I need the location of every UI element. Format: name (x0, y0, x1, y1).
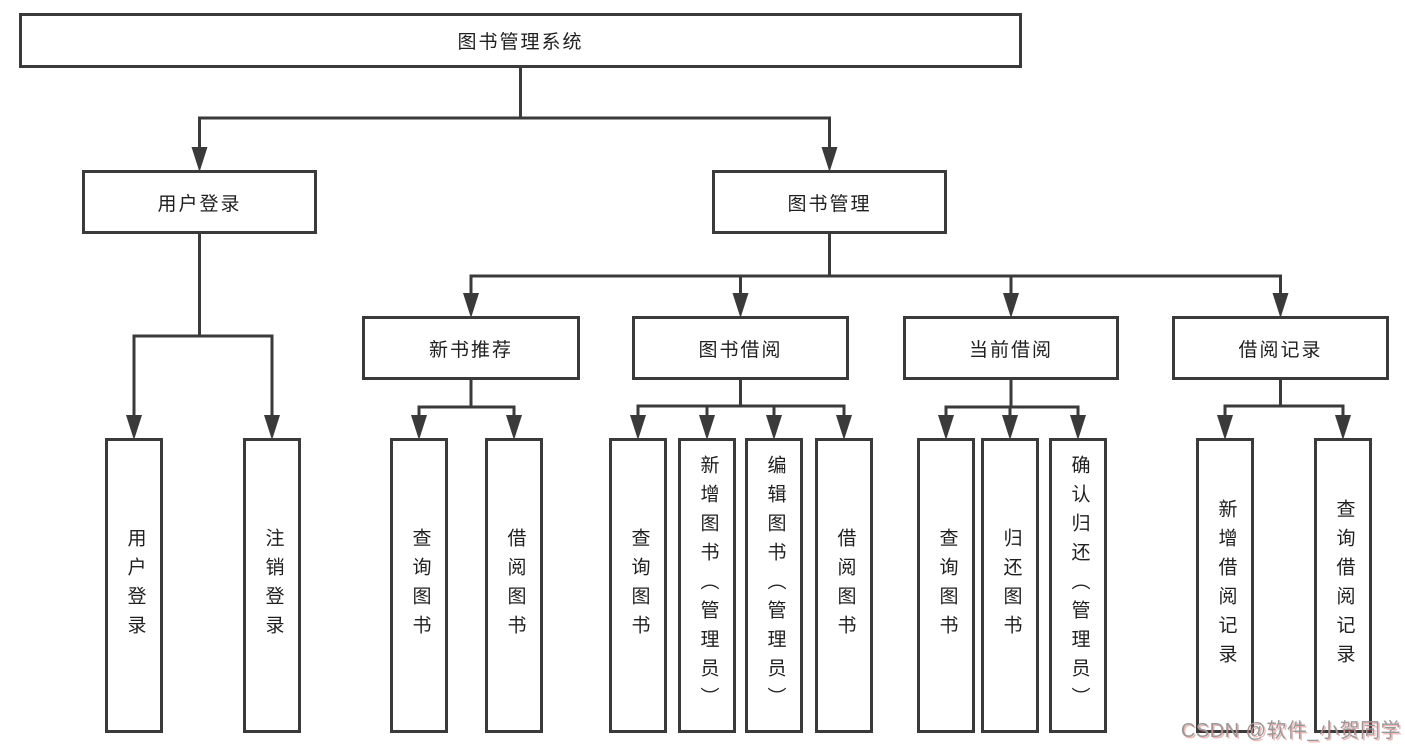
arrowhead-icon (126, 415, 142, 440)
arrowhead-icon (630, 415, 646, 440)
node-label-leaf-add-book: 新增图书（管理员） (697, 455, 719, 716)
node-label-leaf-return-book: 归还图书 (1000, 527, 1022, 644)
node-label-leaf-edit-book: 编辑图书（管理员） (764, 455, 786, 716)
node-label-book-mgmt: 图书管理 (787, 193, 872, 215)
node-label-leaf-user-login: 用户登录 (124, 527, 146, 644)
arrowhead-icon (732, 293, 749, 318)
arrowhead-icon (699, 415, 715, 440)
arrowhead-icon (1335, 415, 1351, 440)
node-leaf-query-record: 查询借阅记录 (1314, 438, 1372, 733)
arrowhead-icon (1003, 293, 1019, 318)
arrowhead-icon (1272, 293, 1289, 318)
arrowhead-icon (506, 415, 522, 440)
node-book-mgmt: 图书管理 (712, 170, 947, 234)
node-new-book-rec: 新书推荐 (362, 316, 580, 380)
node-label-leaf-add-record: 新增借阅记录 (1215, 498, 1237, 673)
node-leaf-user-login: 用户登录 (105, 438, 163, 733)
node-label-leaf-query-record: 查询借阅记录 (1333, 498, 1355, 673)
node-label-leaf-borrow-book-2: 借阅图书 (834, 527, 856, 644)
node-leaf-add-record: 新增借阅记录 (1196, 438, 1254, 733)
node-leaf-return-book: 归还图书 (981, 438, 1039, 733)
arrowhead-icon (191, 147, 208, 172)
node-leaf-logout: 注销登录 (243, 438, 301, 733)
node-label-book-borrow: 图书借阅 (698, 339, 783, 361)
node-leaf-edit-book: 编辑图书（管理员） (745, 438, 803, 733)
node-leaf-confirm-ret: 确认归还（管理员） (1049, 438, 1107, 733)
node-label-leaf-query-book-1: 查询图书 (409, 527, 431, 644)
node-leaf-query-book-3: 查询图书 (917, 438, 975, 733)
node-label-leaf-borrow-book-1: 借阅图书 (504, 527, 526, 644)
node-label-current-borrow: 当前借阅 (968, 339, 1053, 361)
node-label-user-login: 用户登录 (157, 193, 242, 215)
node-user-login: 用户登录 (82, 170, 317, 234)
arrowhead-icon (411, 415, 427, 440)
node-label-root: 图书管理系统 (457, 32, 584, 53)
arrowhead-icon (463, 293, 479, 318)
node-label-leaf-logout: 注销登录 (262, 527, 284, 644)
node-borrow-records: 借阅记录 (1172, 316, 1389, 380)
arrowhead-icon (1217, 415, 1233, 440)
node-label-leaf-confirm-ret: 确认归还（管理员） (1068, 455, 1090, 716)
node-label-new-book-rec: 新书推荐 (428, 339, 513, 361)
node-leaf-add-book: 新增图书（管理员） (678, 438, 736, 733)
node-book-borrow: 图书借阅 (632, 316, 849, 380)
arrowhead-icon (766, 415, 782, 440)
watermark: CSDN @软件_小贺同学 (1180, 720, 1401, 742)
node-root: 图书管理系统 (19, 13, 1022, 68)
node-leaf-borrow-book-2: 借阅图书 (815, 438, 873, 733)
arrowhead-icon (938, 415, 954, 440)
arrowhead-icon (1002, 415, 1018, 440)
arrowhead-icon (821, 147, 838, 172)
node-label-leaf-query-book-2: 查询图书 (628, 527, 650, 644)
node-leaf-query-book-1: 查询图书 (390, 438, 448, 733)
node-label-leaf-query-book-3: 查询图书 (936, 527, 958, 644)
arrowhead-icon (1070, 415, 1086, 440)
arrowhead-icon (836, 415, 852, 440)
node-leaf-query-book-2: 查询图书 (609, 438, 667, 733)
node-current-borrow: 当前借阅 (903, 316, 1119, 380)
arrowhead-icon (264, 415, 280, 440)
node-leaf-borrow-book-1: 借阅图书 (485, 438, 543, 733)
node-label-borrow-records: 借阅记录 (1238, 339, 1323, 361)
